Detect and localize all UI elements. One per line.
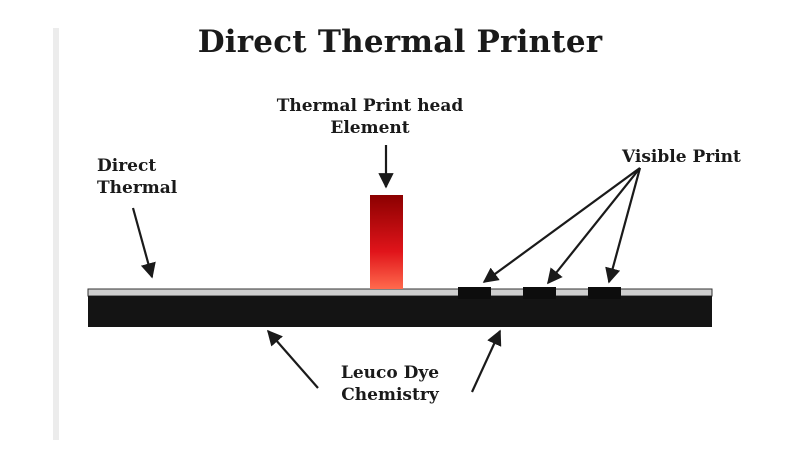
arrow-visible-print-1 bbox=[482, 167, 641, 283]
label-direct-thermal-line1: Direct bbox=[97, 156, 157, 176]
left-border-rule bbox=[53, 28, 59, 440]
label-print-head-line1: Thermal Print head bbox=[276, 96, 464, 116]
visible-print-mark bbox=[588, 287, 621, 299]
label-leuco-dye-line2: Chemistry bbox=[341, 385, 439, 405]
thermal-print-head bbox=[370, 195, 403, 289]
label-print-head-line2: Element bbox=[330, 118, 410, 138]
label-print-head: Thermal Print head Element bbox=[270, 95, 470, 139]
diagram-title: Direct Thermal Printer bbox=[197, 24, 603, 60]
label-leuco-dye: Leuco Dye Chemistry bbox=[330, 362, 450, 406]
arrow-leuco-dye-left bbox=[266, 329, 319, 389]
paper-base bbox=[88, 296, 712, 327]
visible-print-mark bbox=[458, 287, 491, 299]
label-leuco-dye-line1: Leuco Dye bbox=[340, 363, 440, 383]
label-direct-thermal: Direct Thermal bbox=[97, 155, 177, 199]
arrow-visible-print-3 bbox=[605, 167, 642, 284]
label-visible-print: Visible Print bbox=[622, 147, 741, 167]
arrow-leuco-dye-right bbox=[471, 329, 502, 393]
arrow-visible-print-2 bbox=[547, 167, 641, 285]
label-direct-thermal-line2: Thermal bbox=[97, 178, 178, 198]
visible-print-mark bbox=[523, 287, 556, 299]
arrow-direct-thermal bbox=[131, 207, 156, 279]
